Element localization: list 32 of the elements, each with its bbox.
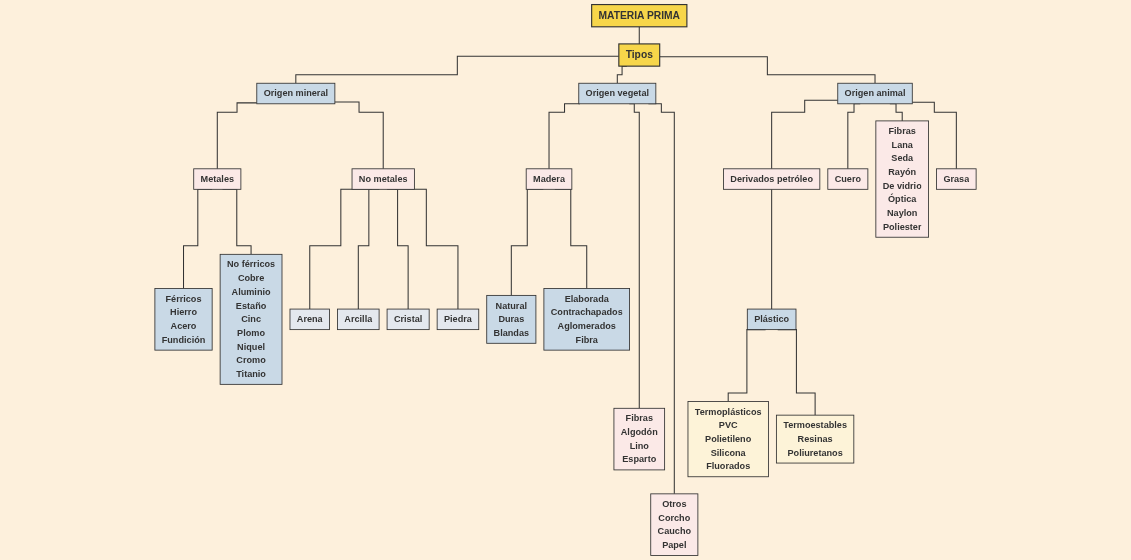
node-box: Piedra bbox=[436, 308, 480, 331]
node-box: Otros Corcho Caucho Papel bbox=[650, 493, 699, 556]
node-box: Origen mineral bbox=[256, 82, 336, 105]
node-box: Derivados petróleo bbox=[723, 168, 821, 190]
connector bbox=[334, 101, 384, 170]
connector bbox=[771, 99, 839, 170]
node-box: Férricos Hierro Acero Fundición bbox=[154, 288, 213, 351]
node-box: Tipos bbox=[618, 43, 661, 67]
node-box: Metales bbox=[193, 168, 242, 190]
node-box: Cuero bbox=[827, 168, 869, 190]
connector bbox=[216, 102, 258, 170]
node-box: No metales bbox=[351, 168, 415, 190]
connector bbox=[911, 101, 957, 170]
node-box: No férricos Cobre Aluminio Estaño Cinc Plomo Niquel Cromo Titanio bbox=[219, 253, 283, 385]
node-box: Fibras Lana Seda Rayón De vidrio Óptica Naylon Poliester bbox=[875, 120, 929, 238]
connector bbox=[771, 188, 773, 310]
node-box: Origen animal bbox=[837, 82, 913, 105]
node-box: Arena bbox=[289, 308, 330, 331]
node-box: Arcilla bbox=[337, 308, 380, 331]
node-box: Termoestables Resinas Poliuretanos bbox=[775, 414, 855, 464]
node-box: Fibras Algodón Lino Esparto bbox=[613, 407, 666, 471]
node-box: Natural Duras Blandas bbox=[486, 294, 537, 344]
node-box: MATERIA PRIMA bbox=[591, 4, 688, 28]
node-box: Origen vegetal bbox=[578, 82, 657, 105]
connector bbox=[659, 56, 876, 84]
node-box: Elaborada Contrachapados Aglomerados Fibra bbox=[543, 288, 630, 351]
node-box: Grasa bbox=[936, 168, 977, 190]
node-box: Cristal bbox=[386, 308, 430, 331]
connector bbox=[548, 103, 581, 170]
node-box: Madera bbox=[525, 168, 573, 190]
node-box: Termoplásticos PVC Polietileno Silicona Fluorados bbox=[687, 401, 769, 478]
node-box: Plástico bbox=[746, 308, 797, 331]
